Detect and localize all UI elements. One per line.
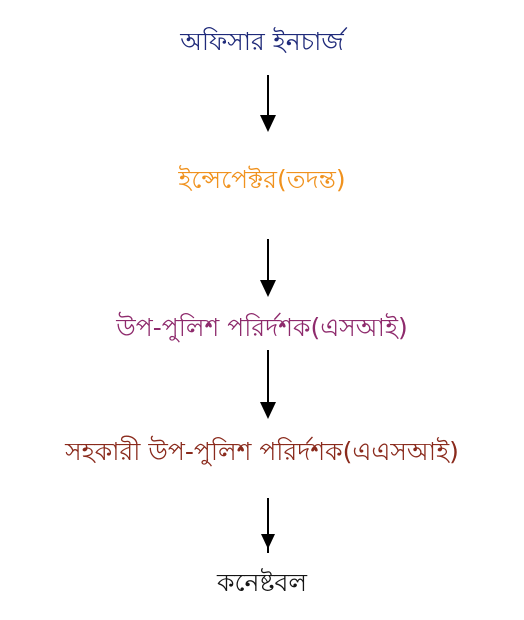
rank-constable: কনেষ্টবল: [217, 568, 307, 597]
arrow-2: [260, 239, 276, 297]
arrow-3: [260, 350, 276, 419]
rank-inspector-investigation: ইন্সেপেক্টর(তদন্ত): [178, 165, 346, 194]
rank-officer-in-charge: অফিসার ইনচার্জ: [180, 27, 344, 56]
arrow-1: [260, 75, 276, 132]
rank-sub-inspector: উপ-পুলিশ পরির্দশক(এসআই): [116, 313, 408, 342]
rank-assistant-sub-inspector: সহকারী উপ-পুলিশ পরির্দশক(এএসআই): [65, 437, 459, 466]
arrow-4: [261, 498, 275, 553]
